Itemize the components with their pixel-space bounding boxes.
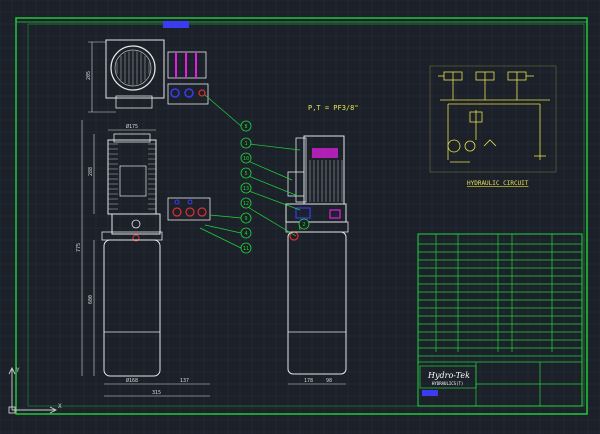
title-block-tag[interactable] [422,390,438,396]
front-view-dim-motor: 288 [88,167,94,176]
front-view-motor-terminal [119,165,147,197]
front-view-dim-top: Ø175 [126,123,138,130]
hydraulic-circuit[interactable]: HYDRAULIC CIRCUIT [429,65,557,187]
side-view-motor-front [295,137,307,203]
callout-label: 1 [244,141,247,147]
side-view-manifold [285,203,347,223]
callout-leader [204,224,242,234]
callout-group[interactable]: 8 1 10 5 13 12 9 4 11 2 [199,94,310,254]
top-view-valve-stack [167,51,209,105]
front-view-port [131,219,141,229]
callout-label: 4 [244,231,247,237]
side-view-dim-bottom-1: 178 [304,378,313,384]
side-view[interactable]: P,T = PF3/8" 178 98 [285,104,359,385]
callout-label: 10 [243,156,249,162]
side-view-cooling-fins [309,160,343,202]
callout-label: 9 [244,216,247,222]
front-view[interactable]: 775 600 288 Ø175 Ø168 137 315 [76,120,211,397]
title-block-logo-sub: HYDRAULICS(T) [432,381,463,386]
callout-label: 13 [243,186,249,192]
drawing-frame-outer [15,17,588,415]
front-view-motor-cap [113,133,151,143]
circuit-title: HYDRAULIC CIRCUIT [467,180,529,187]
front-view-dim-bottom-3: 315 [152,390,161,396]
callout-balloon [240,182,252,194]
front-view-cooling-fins [108,143,156,210]
top-view-terminal-box [115,95,153,109]
callout-label: 2 [302,222,305,228]
callout-balloon [240,120,252,132]
title-block-frame [417,233,583,407]
callout-leader [240,202,297,237]
side-view-port-label: P,T = PF3/8" [308,104,359,112]
front-view-valve-stack [167,197,211,221]
header-tag[interactable] [163,21,189,28]
front-view-tank [103,239,161,377]
top-view-fan-cover [110,45,156,91]
title-block-grid [418,234,582,406]
callout-balloon [240,137,252,149]
callout-balloon [240,227,252,239]
side-view-tank [287,231,347,375]
top-view-fan-cover-inner [114,49,152,87]
front-view-dim-bottom-2: 137 [180,378,189,384]
top-view-motor-flange [105,39,165,99]
callout-leader [240,187,301,211]
title-block-logo-cell [419,365,477,389]
top-view-dim-text: 205 [86,71,92,80]
callout-label: 5 [244,171,247,177]
circuit-valves [438,71,550,163]
callout-leader [199,227,242,249]
ucs-x-label: X [58,403,62,410]
callout-balloon [240,197,252,209]
front-view-dim-bottom-1: Ø168 [126,377,138,384]
front-view-dim-tank: 600 [88,295,94,304]
callout-leader [204,94,242,127]
callout-balloon [240,242,252,254]
callout-label: 8 [244,124,247,130]
circuit-frame [429,65,557,173]
callout-leader [209,214,242,219]
front-view-manifold [111,213,161,235]
front-view-dim-overall: 775 [76,243,82,252]
top-view[interactable]: 205 [86,39,209,113]
callout-label: 11 [243,246,249,252]
title-block-logo: Hydro-Tek [427,371,470,380]
drawing-frame-inner [27,23,585,407]
ucs-y-label: Y [16,367,20,374]
side-view-pressure-gauge [287,171,305,197]
title-block[interactable]: Hydro-Tek HYDRAULICS(T) [417,233,583,407]
callout-balloon [240,212,252,224]
side-view-tank-top [285,221,349,233]
callout-balloon [240,167,252,179]
callout-label: 12 [243,201,249,207]
callout-balloon [298,218,310,230]
callout-leader [240,172,299,197]
side-view-dim-bottom-2: 98 [326,378,332,384]
ucs-icon: Y X [8,366,62,414]
callout-balloon [240,152,252,164]
top-view-fan-grille [116,51,150,85]
side-view-motor-nameplate [312,148,338,158]
